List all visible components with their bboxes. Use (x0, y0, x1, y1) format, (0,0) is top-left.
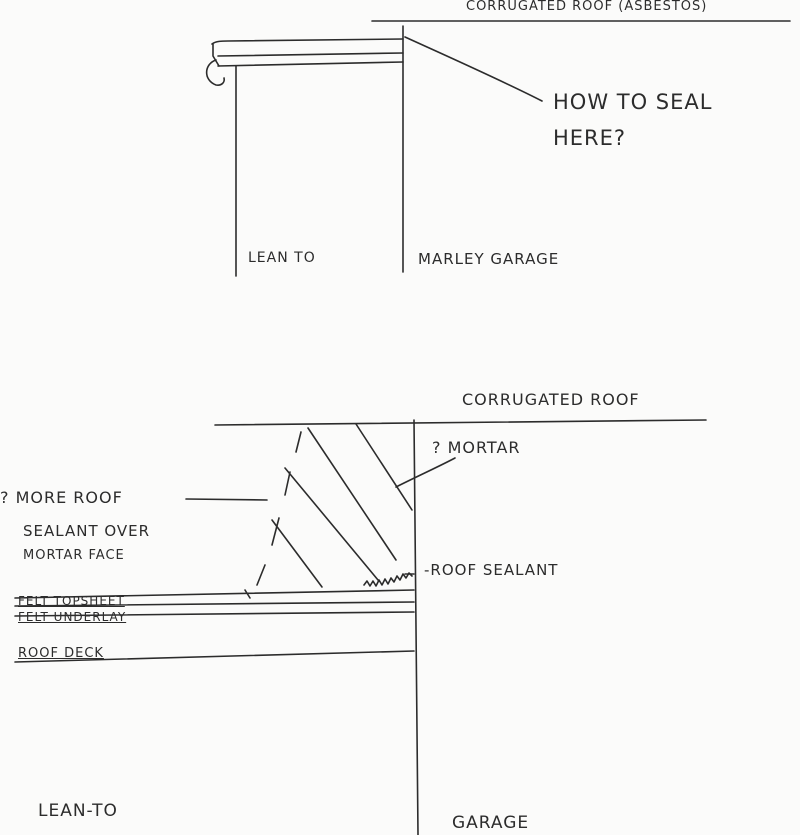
layer-line-felt-top-2 (14, 601, 415, 607)
top-lean-to-roof-edge (211, 38, 404, 45)
top-lean-to-label: LEAN TO (248, 250, 316, 266)
seal-question-line-2: HERE? (553, 126, 627, 150)
felt-underlay-label: FELT UNDERLAY (18, 610, 127, 624)
felt-topsheet-label: FELT TOPSHEET (18, 594, 125, 608)
top-lean-to-roof-bottom (217, 61, 404, 67)
question-pointer (404, 36, 543, 102)
roof-deck-label: ROOF DECK (18, 646, 104, 661)
gutter-hook (205, 43, 225, 86)
sealant-note-line-2: MORTAR FACE (23, 548, 125, 563)
mortar-pointer (395, 457, 456, 488)
bottom-garage-label: GARAGE (452, 813, 530, 833)
top-roof-label: CORRUGATED ROOF (ASBESTOS) (466, 0, 708, 14)
top-garage-label: MARLEY GARAGE (418, 250, 560, 268)
layer-line-felt-underlay (14, 611, 415, 617)
sealant-note-line-1: SEALANT OVER (23, 522, 151, 540)
top-lean-to-roof-mid (217, 52, 404, 57)
bottom-lean-to-label: LEAN-TO (38, 801, 118, 821)
bottom-roof-line (214, 419, 707, 426)
more-roof-pointer (185, 498, 268, 501)
roof-sealant-zigzag (363, 572, 413, 587)
more-roof-label: ? MORE ROOF (0, 488, 123, 507)
bottom-garage-wall (413, 419, 419, 835)
more-roof-dashed-line (244, 431, 302, 599)
seal-question-line-1: HOW TO SEAL (553, 90, 713, 114)
bottom-roof-label: CORRUGATED ROOF (462, 390, 640, 409)
layer-line-roof-deck (14, 650, 415, 663)
mortar-label: ? MORTAR (432, 438, 521, 457)
roof-sealant-label: -ROOF SEALANT (424, 561, 559, 579)
layer-line-felt-top (14, 589, 415, 599)
mortar-hatching (271, 423, 413, 588)
